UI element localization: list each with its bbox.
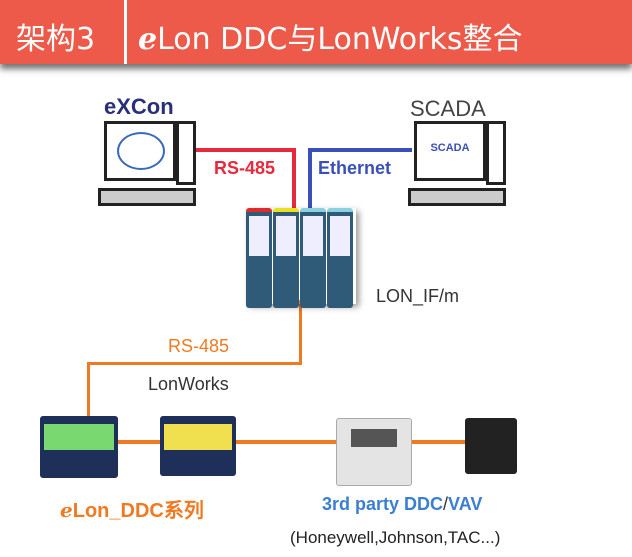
ethernet-link-v bbox=[308, 148, 312, 210]
section-number: 架构3 bbox=[16, 22, 96, 57]
rack-module bbox=[300, 208, 326, 308]
third-party-vav-text: VAV bbox=[448, 494, 483, 514]
elon-ddc-caption: eLon_DDC系列 bbox=[60, 494, 204, 523]
ethernet-label: Ethernet bbox=[318, 158, 392, 178]
scada-screen-text: SCADA bbox=[430, 142, 470, 154]
lonworks-label: LonWorks bbox=[148, 374, 229, 394]
scada-tower bbox=[486, 121, 506, 185]
lonworks-link-h1 bbox=[87, 362, 302, 365]
third-party-ddc bbox=[336, 418, 412, 486]
ethernet-link-h bbox=[308, 148, 412, 152]
third-party-vav bbox=[465, 418, 517, 474]
rack-module bbox=[327, 208, 353, 308]
third-party-sep: / bbox=[443, 494, 449, 514]
lonworks-link-v2 bbox=[87, 362, 90, 420]
lonworks-link-v1 bbox=[299, 300, 302, 364]
lon-if-rack bbox=[246, 208, 356, 308]
banner-divider bbox=[124, 0, 127, 64]
scada-monitor: SCADA bbox=[414, 121, 486, 181]
third-party-ddc-text: 3rd party DDC bbox=[322, 494, 444, 514]
excon-logo-icon bbox=[117, 132, 165, 170]
vendors-caption: (Honeywell,Johnson,TAC...) bbox=[290, 528, 501, 547]
elon-e-prefix: e bbox=[60, 498, 73, 522]
excon-tower bbox=[176, 121, 196, 185]
title-e-prefix: e bbox=[138, 22, 158, 57]
excon-keyboard bbox=[98, 188, 196, 206]
elon-caption-text: Lon_DDC系列 bbox=[72, 500, 204, 522]
title-banner: 架构3 eLon DDC与LonWorks整合 bbox=[0, 0, 632, 64]
scada-keyboard bbox=[408, 188, 506, 206]
excon-label: eXCon bbox=[104, 94, 174, 119]
rack-module bbox=[246, 208, 272, 308]
rs485-link-v bbox=[292, 148, 296, 210]
scada-label: SCADA bbox=[410, 96, 486, 121]
lonworks-bus bbox=[110, 440, 470, 444]
lon-if-label: LON_IF/m bbox=[376, 286, 460, 306]
diagram-title: eLon DDC与LonWorks整合 bbox=[138, 14, 522, 58]
title-text: Lon DDC与LonWorks整合 bbox=[157, 22, 523, 57]
rs485-top-label: RS-485 bbox=[214, 158, 276, 178]
elon-ddc-green bbox=[40, 416, 118, 478]
rack-module bbox=[273, 208, 299, 308]
rs485-bottom-label: RS-485 bbox=[168, 336, 230, 356]
third-party-caption: 3rd party DDC/VAV bbox=[322, 494, 482, 515]
elon-ddc-yellow bbox=[160, 416, 236, 476]
excon-monitor bbox=[104, 121, 176, 181]
rs485-link-h bbox=[196, 148, 296, 152]
